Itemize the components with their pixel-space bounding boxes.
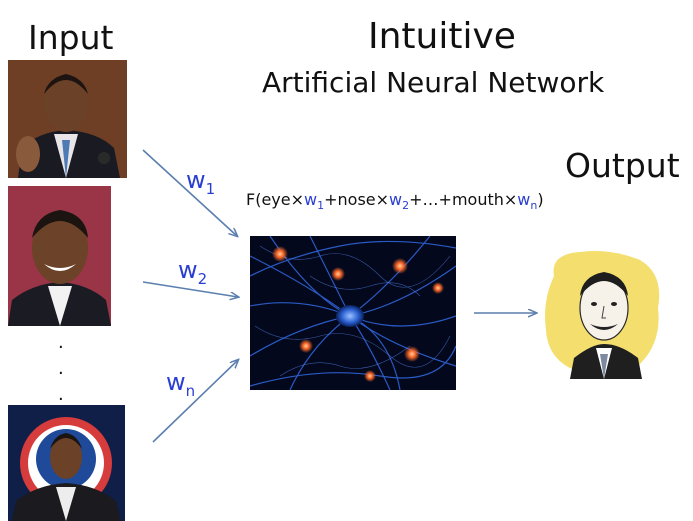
formula-w1: w1 — [304, 190, 325, 213]
weight-w2-sub: 2 — [197, 269, 208, 288]
weight-w2-base: w — [178, 256, 198, 284]
formula-w2: w2 — [389, 190, 410, 213]
formula-w1-sub: 1 — [317, 199, 325, 213]
input-photo-2 — [8, 186, 111, 326]
output-sketch-image — [540, 246, 666, 379]
title-ann: Artificial Neural Network — [262, 66, 605, 99]
weight-w1-sub: 1 — [205, 179, 216, 198]
portrait-photo-icon — [8, 186, 111, 326]
formula-w2-base: w — [389, 190, 403, 209]
portrait-photo-icon — [8, 405, 125, 521]
formula-w2-sub: 2 — [402, 199, 410, 213]
weight-wn-base: w — [166, 368, 186, 396]
ellipsis-dot: . — [58, 384, 64, 405]
ellipsis-dot: . — [58, 358, 64, 379]
weight-label-w1: w1 — [186, 166, 215, 198]
input-photo-n — [8, 405, 125, 521]
formula-wn-sub: n — [530, 199, 538, 213]
formula-w1-base: w — [304, 190, 318, 209]
ellipsis-dot: . — [58, 332, 64, 353]
arrow-input-2 — [142, 281, 238, 297]
weighted-sum-formula: F(eye×w1+nose×w2+…+mouth×wn) — [246, 190, 544, 212]
weight-w1-base: w — [186, 166, 206, 194]
input-photo-1 — [8, 60, 127, 178]
arrow-input-n — [152, 360, 238, 443]
neural-network-image — [250, 236, 456, 390]
neuron-network-icon — [250, 236, 456, 390]
arrow-input-1 — [142, 149, 237, 236]
input-label: Input — [28, 18, 114, 57]
vertical-ellipsis: . . . — [58, 330, 64, 408]
weight-label-wn: wn — [166, 368, 195, 400]
sketch-portrait-icon — [545, 251, 660, 379]
formula-mid1: +nose× — [324, 190, 390, 209]
formula-wn-base: w — [517, 190, 531, 209]
weight-wn-sub: n — [185, 381, 196, 400]
portrait-photo-icon — [8, 60, 127, 178]
output-label: Output — [565, 146, 680, 185]
weight-label-w2: w2 — [178, 256, 207, 288]
formula-mid2: +…+mouth× — [409, 190, 518, 209]
formula-wn: wn — [517, 190, 538, 213]
formula-suffix: ) — [537, 190, 544, 209]
title-intuitive: Intuitive — [368, 16, 516, 57]
formula-prefix: F(eye× — [246, 190, 305, 209]
